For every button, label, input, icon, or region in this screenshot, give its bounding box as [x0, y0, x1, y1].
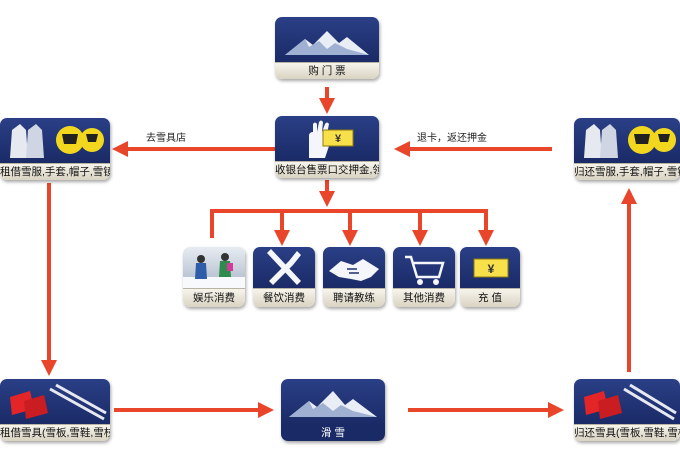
node-return-gear: 归还雪具(雪板,雪鞋,雪杖) — [574, 379, 680, 441]
node-rent-clothes: 租借雪服,手套,帽子,雪镜 — [0, 118, 110, 180]
node-entertainment: 娱乐消费 — [183, 247, 245, 307]
ski-suit-icon — [584, 124, 676, 158]
node-label-rent-gear: 租借雪具(雪板,雪鞋,雪杖) — [0, 427, 110, 439]
node-label-recharge: 充 值 — [478, 292, 502, 304]
mountain-image — [275, 17, 379, 63]
skiers-icon — [183, 253, 245, 289]
node-buy-ticket: 购 门 票 — [275, 17, 379, 79]
edge-label-to-shop: 去雪具店 — [146, 133, 186, 144]
node-label-buy-ticket: 购 门 票 — [308, 65, 346, 77]
node-cashier: ¥ 收银台售票口交押金,领卡 — [275, 116, 379, 178]
money-icon: ¥ — [473, 258, 509, 278]
fork-knife-icon — [267, 249, 301, 285]
ski-boots-icon — [584, 383, 677, 421]
shopping-cart-icon — [405, 255, 445, 285]
node-recharge: ¥ 充 值 — [460, 247, 520, 307]
hand-money-icon: ¥ — [309, 120, 354, 158]
edge-label-refund: 退卡，返还押金 — [417, 133, 487, 144]
yen-symbol: ¥ — [488, 262, 495, 276]
node-label-entertainment: 娱乐消费 — [193, 292, 235, 304]
node-coach: 聘请教练 — [323, 247, 385, 307]
node-ski: 滑 雪 — [281, 379, 385, 441]
node-label-cashier: 收银台售票口交押金,领卡 — [275, 164, 379, 176]
node-other: 其他消费 — [393, 247, 455, 307]
node-label-return-gear: 归还雪具(雪板,雪鞋,雪杖) — [574, 427, 680, 439]
yen-symbol: ¥ — [335, 133, 342, 145]
ski-boots-icon — [10, 383, 107, 421]
node-return-clothes: 归还雪服,手套,帽子,雪镜 — [574, 118, 680, 180]
mountain-icon — [289, 391, 377, 417]
mountain-icon — [285, 31, 369, 55]
node-dining: 餐饮消费 — [253, 247, 315, 307]
node-label-dining: 餐饮消费 — [263, 292, 305, 304]
node-label-coach: 聘请教练 — [333, 292, 375, 304]
ski-suit-icon — [10, 124, 104, 158]
node-label-rent-clothes: 租借雪服,手套,帽子,雪镜 — [0, 166, 110, 178]
node-rent-gear: 租借雪具(雪板,雪鞋,雪杖) — [0, 379, 110, 441]
node-label-return-clothes: 归还雪服,手套,帽子,雪镜 — [574, 166, 680, 178]
node-label-ski: 滑 雪 — [321, 427, 345, 439]
handshake-icon — [329, 259, 379, 281]
node-label-other: 其他消费 — [403, 292, 445, 304]
